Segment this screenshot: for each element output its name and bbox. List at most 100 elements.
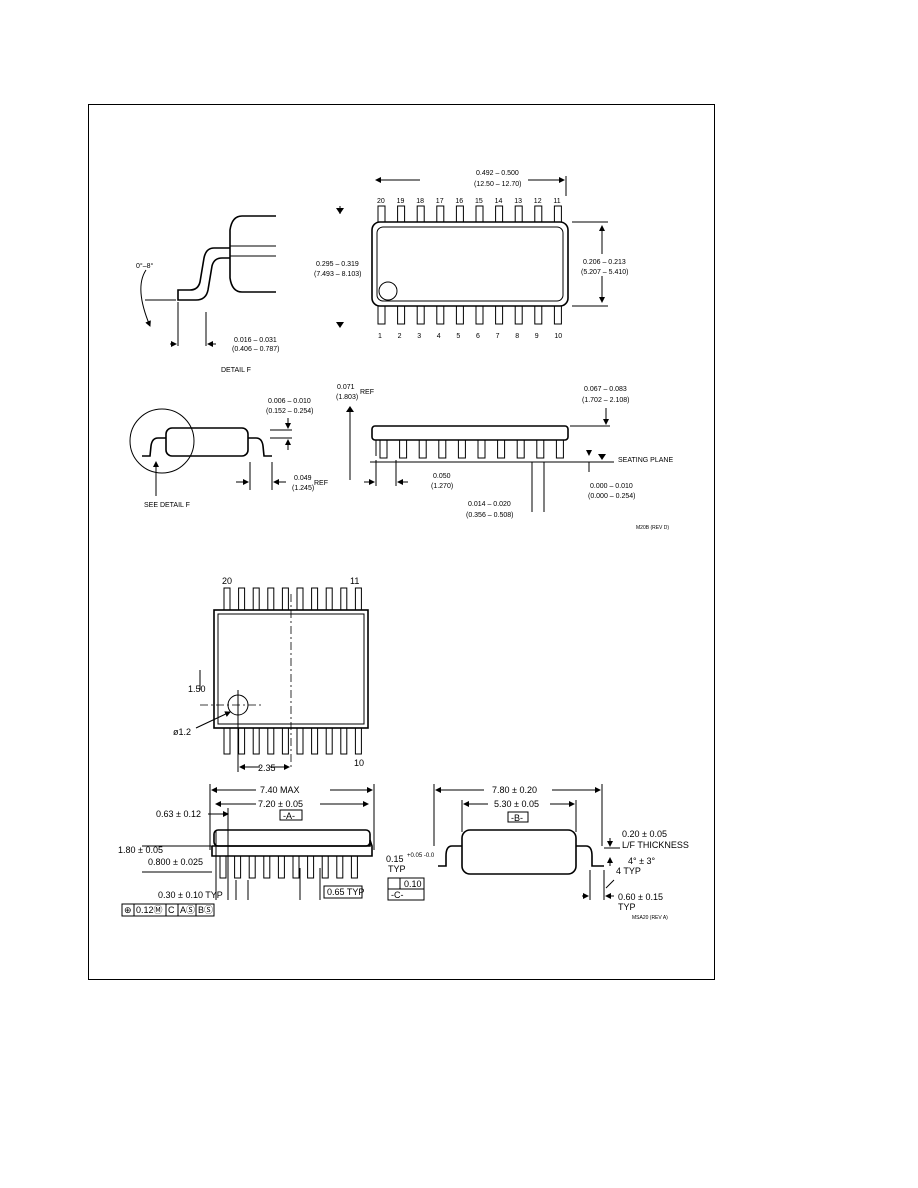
top-pin-num-20: 20: [377, 198, 385, 205]
body-width-mm: (5.207 – 5.410): [581, 269, 628, 276]
top-pin-num-16: 16: [455, 198, 463, 205]
metric-side-lead: [336, 855, 344, 879]
side-long-view: 0.071 (1.803) REF 0.067 – 0.083 (1.702 –…: [336, 384, 673, 531]
side-lead: [379, 439, 388, 459]
metric-typ: TYP: [388, 864, 406, 874]
top-pin-num-19: 19: [397, 198, 405, 205]
top-pin-11: [553, 205, 562, 223]
metric-datum-c: -C-: [391, 890, 404, 900]
metric-pin-row-lower: [223, 727, 362, 755]
bottom-pin-num-1: 1: [378, 333, 382, 340]
metric-side-lead: [292, 855, 300, 879]
side-end-view: 0.006 – 0.010 (0.152 – 0.254) 0.049 (1.2…: [129, 398, 328, 509]
end-foot: 0.60 ± 0.15: [618, 892, 663, 902]
tol-cell: [195, 903, 215, 917]
top-pin-num-17: 17: [436, 198, 444, 205]
metric-thk-tol: +0.05 -0.0: [407, 853, 435, 859]
bottom-pin-num-3: 3: [417, 333, 421, 340]
see-detail: SEE DETAIL F: [144, 502, 190, 509]
metric-pin-lower: [267, 727, 275, 755]
metric-dia: ø1.2: [173, 727, 191, 737]
top-pin-num-12: 12: [534, 198, 542, 205]
metric-pin-upper: [281, 587, 289, 611]
metric-flat: 0.10: [404, 879, 422, 889]
seating-plane: SEATING PLANE: [618, 457, 673, 464]
metric-pin-upper: [296, 587, 304, 611]
detail-foot-in: 0.016 – 0.031: [234, 337, 277, 344]
end-body: 5.30 ± 0.05: [494, 799, 539, 809]
bottom-pin-num-7: 7: [496, 333, 500, 340]
metric-pin-row-upper: [223, 587, 362, 611]
lead-w-in: 0.014 – 0.020: [468, 501, 511, 508]
top-pin-num-13: 13: [514, 198, 522, 205]
bottom-pin-num-8: 8: [515, 333, 519, 340]
top-pin-19: [397, 205, 406, 223]
metric-235: 2.35: [258, 763, 276, 773]
pitch-in: 0.050: [433, 473, 451, 480]
top-pin-row-upper: [377, 205, 562, 223]
metric-side-view: 7.40 MAX 7.20 ± 0.05 -A- 0.63 ± 0.12 1.8…: [118, 784, 435, 917]
metric-datum-a: -A-: [283, 811, 295, 821]
metric-pin-lower: [238, 727, 246, 755]
metric-pin-upper: [238, 587, 246, 611]
detail-f: 0°–8° 0.016 – 0.031 (0.406 – 0.787) DETA…: [136, 215, 279, 374]
metric-pin-upper: [311, 587, 319, 611]
width-in: 0.295 – 0.319: [316, 261, 359, 268]
metric-body-h: 0.800 ± 0.025: [148, 857, 203, 867]
side-lead: [457, 439, 466, 459]
metric-pin-lower: [252, 727, 260, 755]
width-mm: (7.493 – 8.103): [314, 271, 361, 278]
metric-pin-lower: [223, 727, 231, 755]
lead-w-mm: (0.356 – 0.508): [466, 512, 513, 519]
metric-pitch: 0.65 TYP: [327, 887, 364, 897]
metric-pin-lower: [340, 727, 348, 755]
side-lead: [477, 439, 486, 459]
bottom-pin-7: [495, 305, 504, 325]
drawing-id-metric: MSA20 (REV A): [632, 915, 668, 921]
length-in: 0.492 – 0.500: [476, 170, 519, 177]
foot-ref-in: 0.049: [294, 475, 312, 482]
metric-side-lead: [321, 855, 329, 879]
side-lead: [497, 439, 506, 459]
lead-thk-mm: (0.152 – 0.254): [266, 408, 313, 415]
detail-angle: 0°–8°: [136, 262, 153, 270]
drawing-id-inch: M20B (REV D): [636, 525, 669, 531]
ref1-mm: (1.803): [336, 394, 358, 401]
end-datum-b: -B-: [511, 813, 523, 823]
bottom-pin-1: [377, 305, 386, 325]
metric-pin-upper: [354, 587, 362, 611]
metric-pin-upper: [340, 587, 348, 611]
metric-side-lead: [350, 855, 358, 879]
top-pin-num-14: 14: [495, 198, 503, 205]
foot-ref-word: REF: [314, 480, 328, 487]
drawing-frame: [88, 104, 715, 980]
metric-pin20: 20: [222, 576, 232, 586]
top-pin-num-15: 15: [475, 198, 483, 205]
top-pin-18: [416, 205, 425, 223]
end-overall: 7.80 ± 0.20: [492, 785, 537, 795]
bottom-pin-9: [534, 305, 543, 325]
top-pin-row-lower: [377, 305, 562, 325]
foot-ref-mm: (1.245): [292, 485, 314, 492]
metric-side-leads: [219, 855, 358, 879]
metric-pin-upper: [267, 587, 275, 611]
height-in: 0.067 – 0.083: [584, 386, 627, 393]
metric-pin-upper: [325, 587, 333, 611]
tol-cell-text: 0.12Ⓜ: [136, 905, 163, 915]
bottom-pin-num-6: 6: [476, 333, 480, 340]
metric-pin-upper: [252, 587, 260, 611]
bottom-pin-num-2: 2: [398, 333, 402, 340]
metric-top-view: 20 11 10 1.50 ø1.2 2.35: [173, 576, 369, 773]
metric-end-off: 0.63 ± 0.12: [156, 809, 201, 819]
tol-cell-text: AⓈ: [180, 905, 195, 915]
metric-150: 1.50: [188, 684, 206, 694]
metric-side-lead: [307, 855, 315, 879]
tol-cell-text: C: [168, 905, 175, 915]
height-mm: (1.702 – 2.108): [582, 397, 629, 404]
bottom-pin-num-9: 9: [535, 333, 539, 340]
metric-pin-lower: [281, 727, 289, 755]
top-pin-20: [377, 205, 386, 223]
